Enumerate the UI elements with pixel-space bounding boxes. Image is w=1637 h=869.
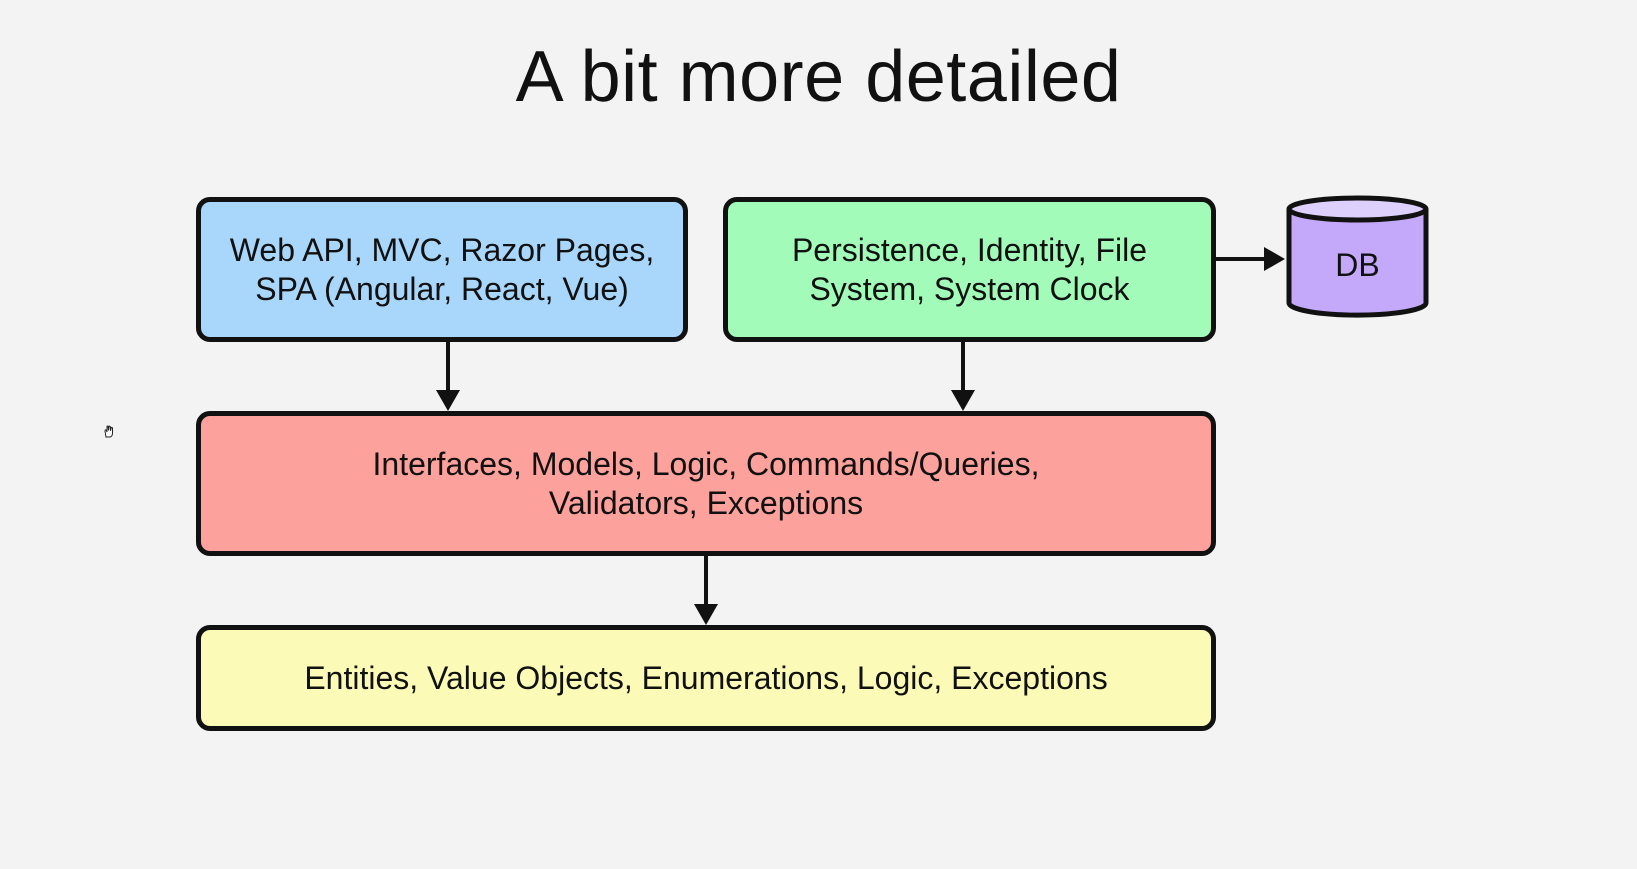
- infrastructure-layer-box: Persistence, Identity, File System, Syst…: [723, 197, 1216, 342]
- database-label: DB: [1335, 246, 1380, 283]
- arrow-infra-to-db: [1216, 247, 1285, 271]
- arrow-app-to-domain: [694, 556, 718, 625]
- arrow-ui-to-app: [436, 342, 460, 411]
- slide-title: A bit more detailed: [515, 37, 1122, 117]
- database-cylinder-icon: [1286, 195, 1429, 318]
- domain-layer-box: Entities, Value Objects, Enumerations, L…: [196, 625, 1216, 731]
- presentation-layer-box: Web API, MVC, Razor Pages, SPA (Angular,…: [196, 197, 688, 342]
- application-layer-box: Interfaces, Models, Logic, Commands/Quer…: [196, 411, 1216, 556]
- arrow-infra-to-app: [951, 342, 975, 411]
- hand-cursor-icon: [104, 425, 113, 438]
